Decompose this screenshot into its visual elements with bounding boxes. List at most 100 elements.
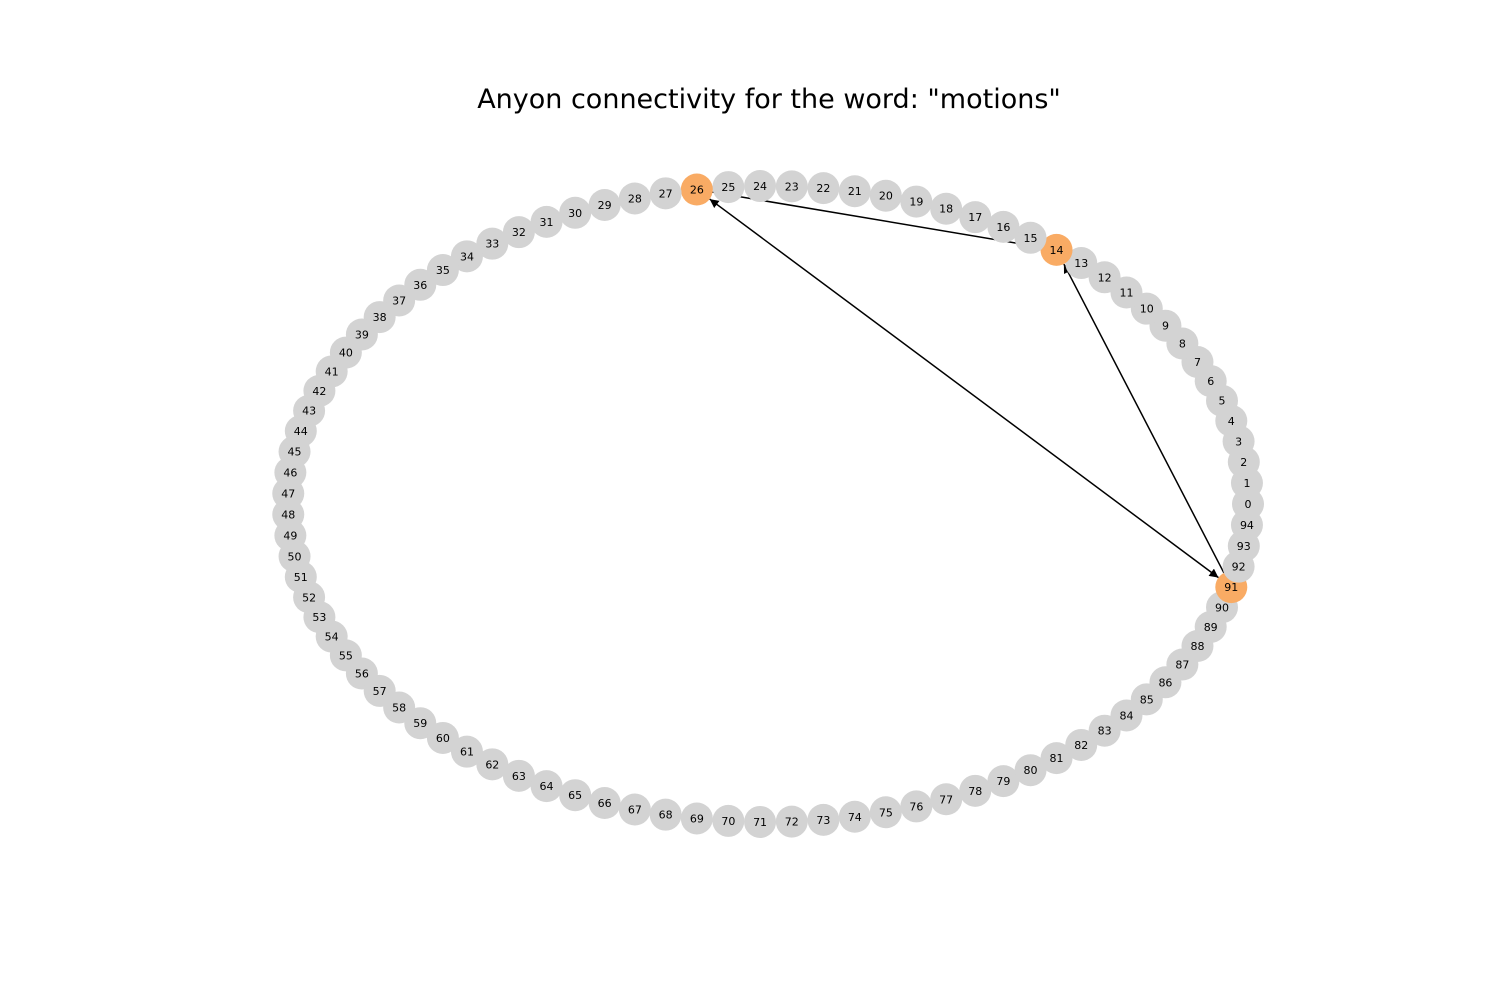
node-label-66: 66 [598,797,612,810]
node-label-4: 4 [1228,415,1235,428]
node-circle-35 [426,254,459,287]
node-60: 60 [426,721,459,754]
node-label-9: 9 [1162,320,1169,333]
node-label-48: 48 [281,509,295,522]
node-circle-25 [712,171,745,204]
node-circle-69 [680,802,713,835]
edge-26-91 [709,198,1219,579]
node-label-81: 81 [1050,752,1064,765]
node-label-49: 49 [283,529,297,542]
figure-title: Anyon connectivity for the word: "motion… [477,84,1061,115]
node-label-77: 77 [939,793,953,806]
node-label-93: 93 [1237,540,1251,553]
node-66: 66 [588,787,621,820]
node-circle-64 [530,770,563,803]
node-71: 71 [744,805,777,838]
node-94: 94 [1230,509,1263,542]
node-circle-33 [476,227,509,260]
node-label-1: 1 [1243,477,1250,490]
node-70: 70 [712,804,745,837]
node-28: 28 [618,182,651,215]
node-circle-62 [476,748,509,781]
node-label-23: 23 [785,180,799,193]
node-81: 81 [1040,742,1073,775]
node-circle-81 [1040,742,1073,775]
node-circle-15 [1014,221,1047,254]
node-34: 34 [450,240,483,273]
node-circle-61 [450,735,483,768]
node-30: 30 [559,196,592,229]
node-label-67: 67 [628,804,642,817]
node-label-20: 20 [879,190,893,203]
node-label-78: 78 [968,785,982,798]
node-73: 73 [807,803,840,836]
node-label-65: 65 [568,789,582,802]
node-label-55: 55 [339,649,353,662]
node-77: 77 [930,783,963,816]
node-label-35: 35 [436,264,450,277]
node-label-17: 17 [968,211,982,224]
node-label-5: 5 [1218,395,1225,408]
node-label-90: 90 [1215,601,1229,614]
node-26: 26 [680,173,713,206]
node-label-24: 24 [753,180,767,193]
node-label-56: 56 [355,668,369,681]
node-label-76: 76 [909,800,923,813]
node-circle-26 [680,173,713,206]
edges-layer [709,189,1225,579]
node-label-84: 84 [1119,709,1133,722]
node-circle-32 [502,216,535,249]
node-label-16: 16 [996,221,1010,234]
node-circle-80 [1014,754,1047,787]
node-circle-76 [900,790,933,823]
node-label-53: 53 [312,611,326,624]
nodes-layer: 0123456789101112131415161718192021222324… [272,170,1264,838]
node-label-68: 68 [659,809,673,822]
node-label-31: 31 [540,216,554,229]
node-label-89: 89 [1204,621,1218,634]
node-circle-78 [959,774,992,807]
node-label-7: 7 [1194,356,1201,369]
node-label-26: 26 [690,184,704,197]
node-21: 21 [838,175,871,208]
node-22: 22 [807,172,840,205]
node-label-32: 32 [512,226,526,239]
node-label-46: 46 [283,467,297,480]
node-label-47: 47 [281,487,295,500]
node-label-21: 21 [848,185,862,198]
node-label-12: 12 [1098,271,1112,284]
node-label-86: 86 [1158,676,1172,689]
node-label-19: 19 [909,196,923,209]
node-circle-82 [1065,728,1098,761]
node-25: 25 [712,171,745,204]
node-label-83: 83 [1098,725,1112,738]
node-61: 61 [450,735,483,768]
node-circle-21 [838,175,871,208]
node-27: 27 [649,177,682,210]
node-18: 18 [930,192,963,225]
node-label-6: 6 [1207,375,1214,388]
node-78: 78 [959,774,992,807]
node-circle-27 [649,177,682,210]
node-label-44: 44 [294,425,308,438]
node-16: 16 [987,210,1020,243]
node-label-8: 8 [1179,337,1186,350]
node-23: 23 [775,170,808,203]
node-label-28: 28 [628,192,642,205]
node-14: 14 [1040,233,1073,266]
node-label-11: 11 [1119,287,1133,300]
node-17: 17 [959,201,992,234]
node-circle-65 [559,779,592,812]
node-label-79: 79 [996,775,1010,788]
node-label-69: 69 [690,812,704,825]
node-label-42: 42 [312,385,326,398]
node-label-38: 38 [373,311,387,324]
node-33: 33 [476,227,509,260]
node-circle-73 [807,803,840,836]
node-label-27: 27 [659,187,673,200]
node-circle-19 [900,185,933,218]
node-label-25: 25 [721,181,735,194]
node-circle-67 [618,793,651,826]
node-label-52: 52 [302,591,316,604]
node-35: 35 [426,254,459,287]
